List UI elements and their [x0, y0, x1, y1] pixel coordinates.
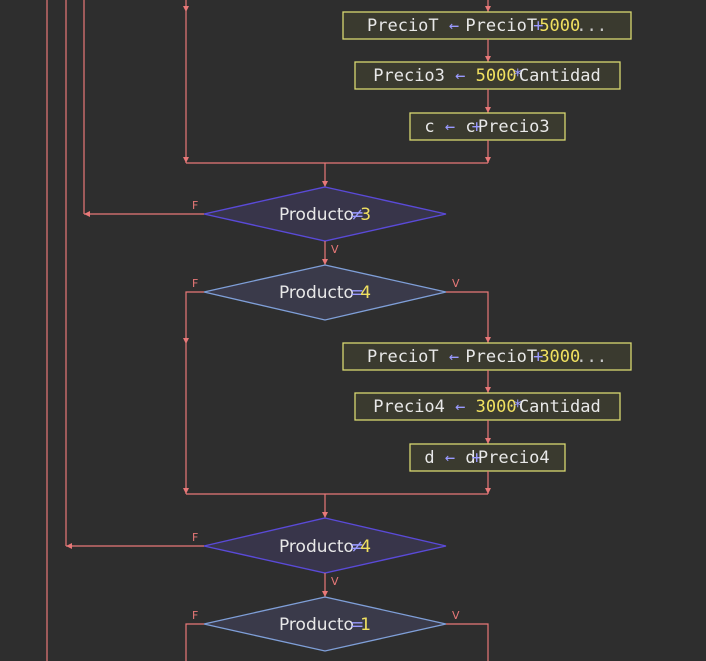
true-label: V — [452, 609, 460, 622]
false-label: F — [192, 609, 198, 622]
arrowhead — [322, 181, 328, 187]
arrowhead — [485, 337, 491, 343]
decision-text: Producto≠3 — [279, 205, 371, 225]
arrowhead — [322, 512, 328, 518]
arrowhead — [485, 387, 491, 393]
decision-text: Producto=4 — [279, 283, 371, 303]
decision-producto-neq-3[interactable]: Producto≠3 — [203, 186, 447, 242]
false-label: F — [192, 531, 198, 544]
arrowhead — [485, 6, 491, 12]
arrowhead — [485, 157, 491, 163]
process-text: c ← c+Precio3 — [424, 117, 549, 137]
decision-text: Producto=1 — [279, 615, 371, 635]
arrowhead — [183, 338, 189, 344]
true-label: V — [331, 575, 339, 588]
process-text: Precio4 ← 3000*Cantidad — [373, 397, 601, 417]
arrowhead — [322, 591, 328, 597]
process-block-preciot-5000[interactable]: PrecioT ← PrecioT+5000... — [342, 11, 632, 40]
decision-text: Producto≠4 — [279, 537, 371, 557]
decision-producto-eq-1[interactable]: Producto=1 — [203, 596, 447, 652]
arrowhead — [84, 211, 90, 217]
arrowhead — [485, 438, 491, 444]
decision-producto-neq-4[interactable]: Producto≠4 — [203, 517, 447, 574]
true-branch-line — [446, 623, 489, 661]
process-text: d ← d+Precio4 — [424, 448, 549, 468]
process-text: PrecioT ← PrecioT+5000... — [367, 16, 607, 36]
false-branch-line — [185, 623, 204, 661]
process-block-precio3[interactable]: Precio3 ← 5000*Cantidad — [354, 61, 621, 90]
arrowhead — [485, 56, 491, 62]
decision-producto-eq-4[interactable]: Producto=4 — [203, 264, 447, 321]
false-branch-line — [185, 291, 204, 494]
arrowhead — [485, 488, 491, 494]
process-text: Precio3 ← 5000*Cantidad — [373, 66, 601, 86]
process-block-c[interactable]: c ← c+Precio3 — [409, 112, 566, 141]
true-branch-line — [446, 291, 489, 343]
process-text: PrecioT ← PrecioT+3000... — [367, 347, 607, 367]
arrowhead — [183, 157, 189, 163]
true-label: V — [331, 243, 339, 256]
arrowhead — [183, 488, 189, 494]
arrowhead — [183, 6, 189, 12]
arrowhead — [66, 543, 72, 549]
false-label: F — [192, 199, 198, 212]
arrowhead — [485, 107, 491, 113]
arrowhead — [322, 259, 328, 265]
false-label: F — [192, 277, 198, 290]
process-block-precio4[interactable]: Precio4 ← 3000*Cantidad — [354, 392, 621, 421]
true-label: V — [452, 277, 460, 290]
process-block-d[interactable]: d ← d+Precio4 — [409, 443, 566, 472]
process-block-preciot-3000[interactable]: PrecioT ← PrecioT+3000... — [342, 342, 632, 371]
